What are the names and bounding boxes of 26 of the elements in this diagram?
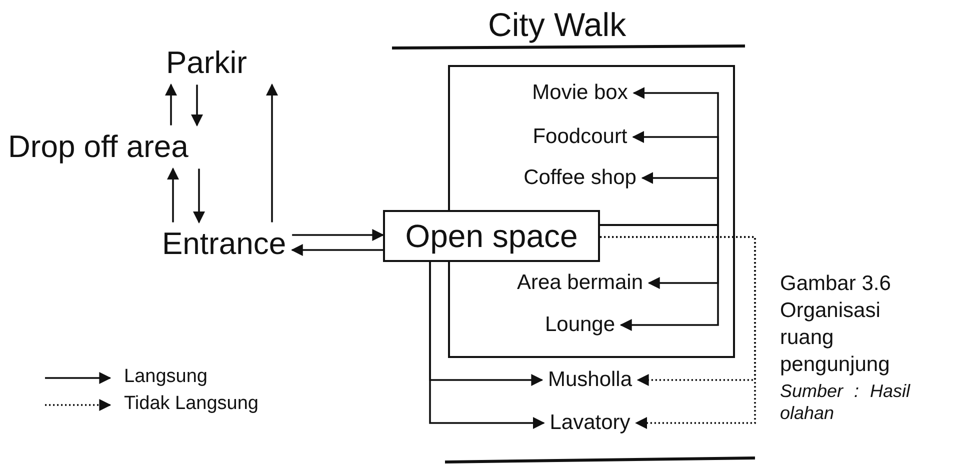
space-label: Parkir	[166, 44, 247, 81]
arrow	[292, 229, 384, 241]
space-label: Movie box	[532, 80, 628, 105]
arrow	[191, 84, 203, 126]
space-label: Foodcourt	[532, 124, 628, 149]
space-label: Entrance	[162, 226, 286, 262]
legend-label: Tidak Langsung	[124, 393, 259, 415]
space-label: Drop off area	[8, 128, 188, 165]
figure-caption: Gambar 3.6 Organisasi ruang pengunjung	[780, 271, 892, 378]
arrow	[266, 84, 278, 222]
legend-label: Langsung	[124, 366, 208, 388]
space-label: Musholla	[548, 368, 632, 392]
space-box: Open space	[383, 210, 600, 262]
heading: City Walk	[488, 6, 626, 44]
source-note: Sumber : Hasil olahan	[780, 380, 910, 424]
dotted-arrow	[600, 236, 756, 429]
space-label: Area bermain	[516, 270, 644, 295]
arrow	[429, 262, 545, 429]
arrow	[165, 84, 177, 126]
arrow	[193, 168, 205, 224]
arrow	[600, 224, 719, 331]
arrow	[290, 244, 383, 256]
space-label: Lavatory	[550, 410, 630, 435]
space-label: Lounge	[544, 312, 616, 337]
space-label: Coffee shop	[524, 166, 636, 190]
arrow	[167, 168, 179, 222]
